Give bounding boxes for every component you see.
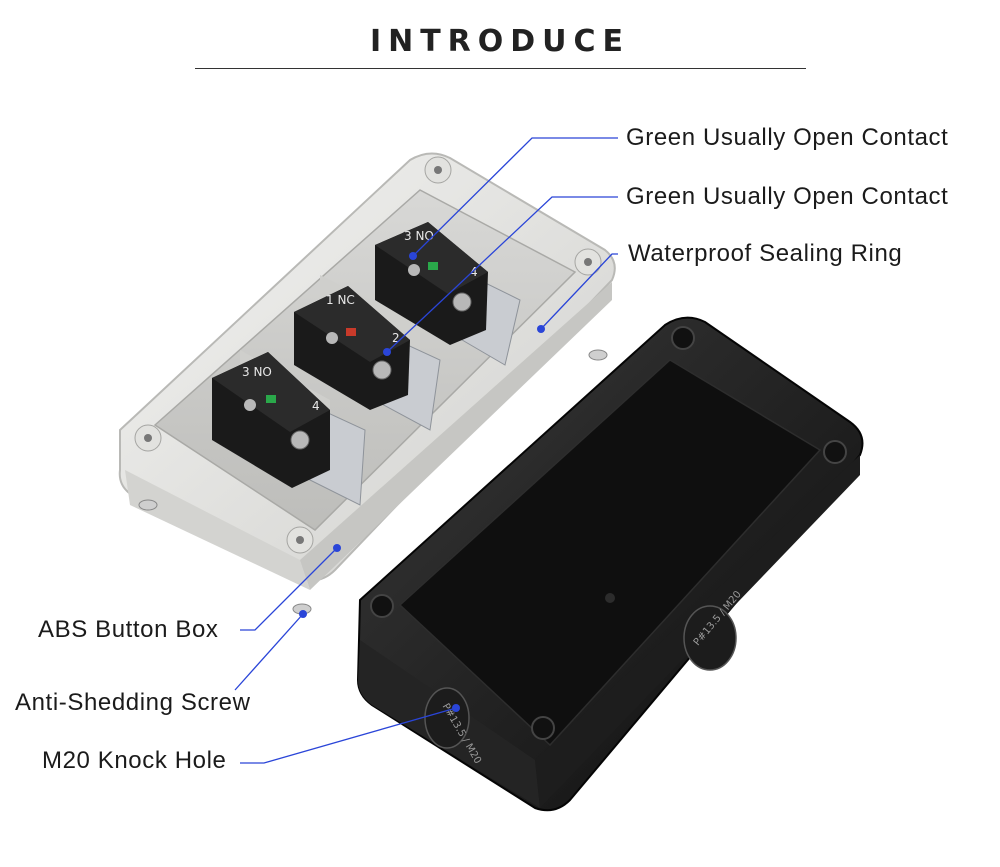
block-c-top-text: 3 NO [404, 229, 434, 243]
block-b-bottom-text: 2 [392, 331, 400, 345]
block-c-bottom-text: 4 [470, 265, 478, 279]
label-anti-shedding-screw: Anti-Shedding Screw [15, 689, 251, 716]
label-green-contact-1: Green Usually Open Contact [626, 124, 949, 151]
leader-abs-box [240, 547, 338, 631]
block-a-bottom-text: 4 [312, 399, 320, 413]
red-indicator-icon [346, 328, 356, 336]
contact-block-front: 3 NO 4 [212, 352, 366, 506]
block-a-top-text: 3 NO [242, 365, 272, 379]
contact-block-back: 3 NO 4 [375, 222, 521, 366]
leader-sealing-ring [540, 253, 618, 330]
green-indicator-icon [266, 395, 276, 403]
contact-block-middle: 1 NC 2 [294, 286, 441, 431]
title-underline [195, 68, 806, 69]
green-indicator-icon [428, 262, 438, 270]
label-abs-button-box: ABS Button Box [38, 616, 219, 643]
leader-lines [234, 137, 618, 764]
leader-dots [299, 252, 545, 712]
page-title: INTRODUCE [369, 24, 631, 59]
block-b-top-text: 1 NC [326, 293, 355, 307]
leader-contact-2 [386, 196, 618, 353]
leader-screw [234, 613, 304, 691]
label-waterproof-ring: Waterproof Sealing Ring [628, 240, 903, 267]
label-m20-knock-hole: M20 Knock Hole [42, 747, 227, 774]
label-green-contact-2: Green Usually Open Contact [626, 183, 949, 210]
leader-knock-hole [240, 707, 457, 764]
leader-contact-1 [412, 137, 618, 257]
